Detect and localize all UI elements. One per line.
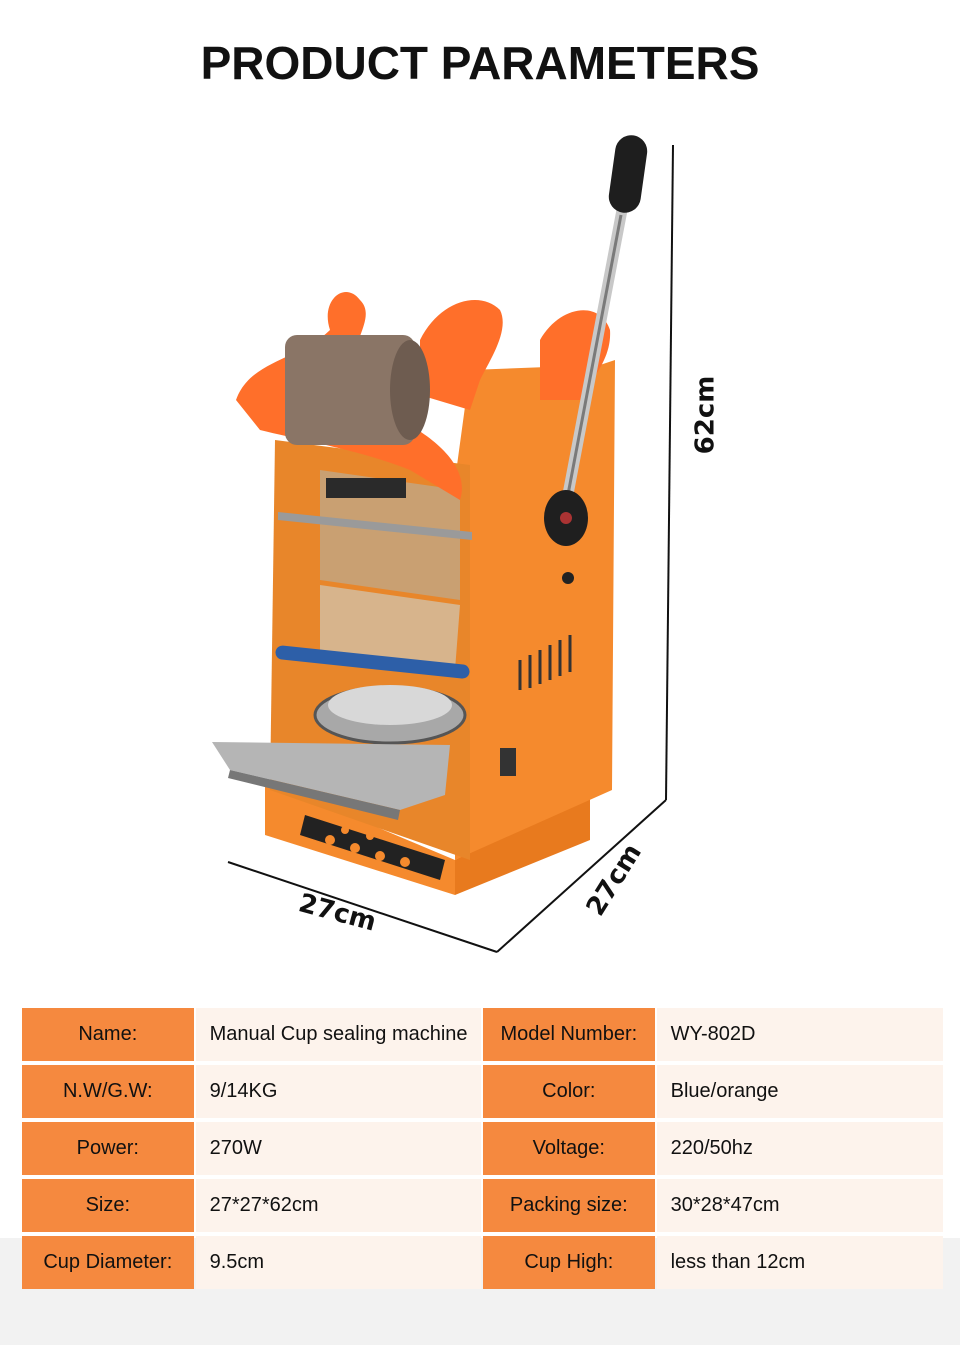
roller-end <box>390 340 430 440</box>
control-panel <box>320 470 460 600</box>
spec-value: Manual Cup sealing machine <box>195 1008 481 1061</box>
lever-shade <box>564 214 623 506</box>
spec-value: 30*28*47cm <box>656 1179 943 1232</box>
table-row: Size: 27*27*62cm Packing size: 30*28*47c… <box>22 1179 943 1232</box>
spec-label: Power: <box>22 1122 194 1175</box>
spec-label: Packing size: <box>483 1179 655 1232</box>
product-image-area: 62cm 27cm 27cm <box>0 120 960 980</box>
spec-label: Cup High: <box>483 1236 655 1289</box>
spec-value: less than 12cm <box>656 1236 943 1289</box>
cup-sealing-machine-illustration <box>212 135 674 953</box>
heating-plate-area <box>320 585 460 670</box>
spec-value: 27*27*62cm <box>195 1179 481 1232</box>
display-plate <box>326 478 406 498</box>
front-rail <box>278 512 472 540</box>
cup-mold-top <box>328 685 452 725</box>
pivot-bolt <box>560 512 572 524</box>
spec-table: Name: Manual Cup sealing machine Model N… <box>22 1008 943 1293</box>
spec-label: Voltage: <box>483 1122 655 1175</box>
mid-roller-bracket <box>420 300 503 410</box>
table-row: Name: Manual Cup sealing machine Model N… <box>22 1008 943 1061</box>
spec-value: 270W <box>195 1122 481 1175</box>
page-title: PRODUCT PARAMETERS <box>200 37 760 89</box>
width-dimension-line <box>227 861 498 953</box>
base-holes <box>325 826 410 867</box>
lever-handle <box>608 135 648 213</box>
spec-value: 9.5cm <box>195 1236 481 1289</box>
spec-label: Name: <box>22 1008 194 1061</box>
depth-dimension-line <box>496 799 667 953</box>
film-roller <box>285 335 415 445</box>
side-port <box>500 748 516 776</box>
spec-label: Size: <box>22 1179 194 1232</box>
power-cord-socket <box>562 572 574 584</box>
table-row: Power: 270W Voltage: 220/50hz <box>22 1122 943 1175</box>
side-vents <box>518 635 572 690</box>
height-dimension-label: 62cm <box>690 375 721 455</box>
spec-label: Cup Diameter: <box>22 1236 194 1289</box>
spec-value: WY-802D <box>656 1008 943 1061</box>
blue-press-bar <box>275 645 470 679</box>
spec-value: 9/14KG <box>195 1065 481 1118</box>
spec-label: Model Number: <box>483 1008 655 1061</box>
slide-tray <box>212 742 450 810</box>
spec-label: N.W/G.W: <box>22 1065 194 1118</box>
base-side <box>455 790 590 895</box>
machine-side-panel <box>455 360 615 860</box>
height-dimension-line <box>665 144 674 801</box>
spec-value: 220/50hz <box>656 1122 943 1175</box>
table-row: N.W/G.W: 9/14KG Color: Blue/orange <box>22 1065 943 1118</box>
spec-label: Color: <box>483 1065 655 1118</box>
tray-lip <box>228 770 400 820</box>
table-row: Cup Diameter: 9.5cm Cup High: less than … <box>22 1236 943 1289</box>
spec-value: Blue/orange <box>656 1065 943 1118</box>
